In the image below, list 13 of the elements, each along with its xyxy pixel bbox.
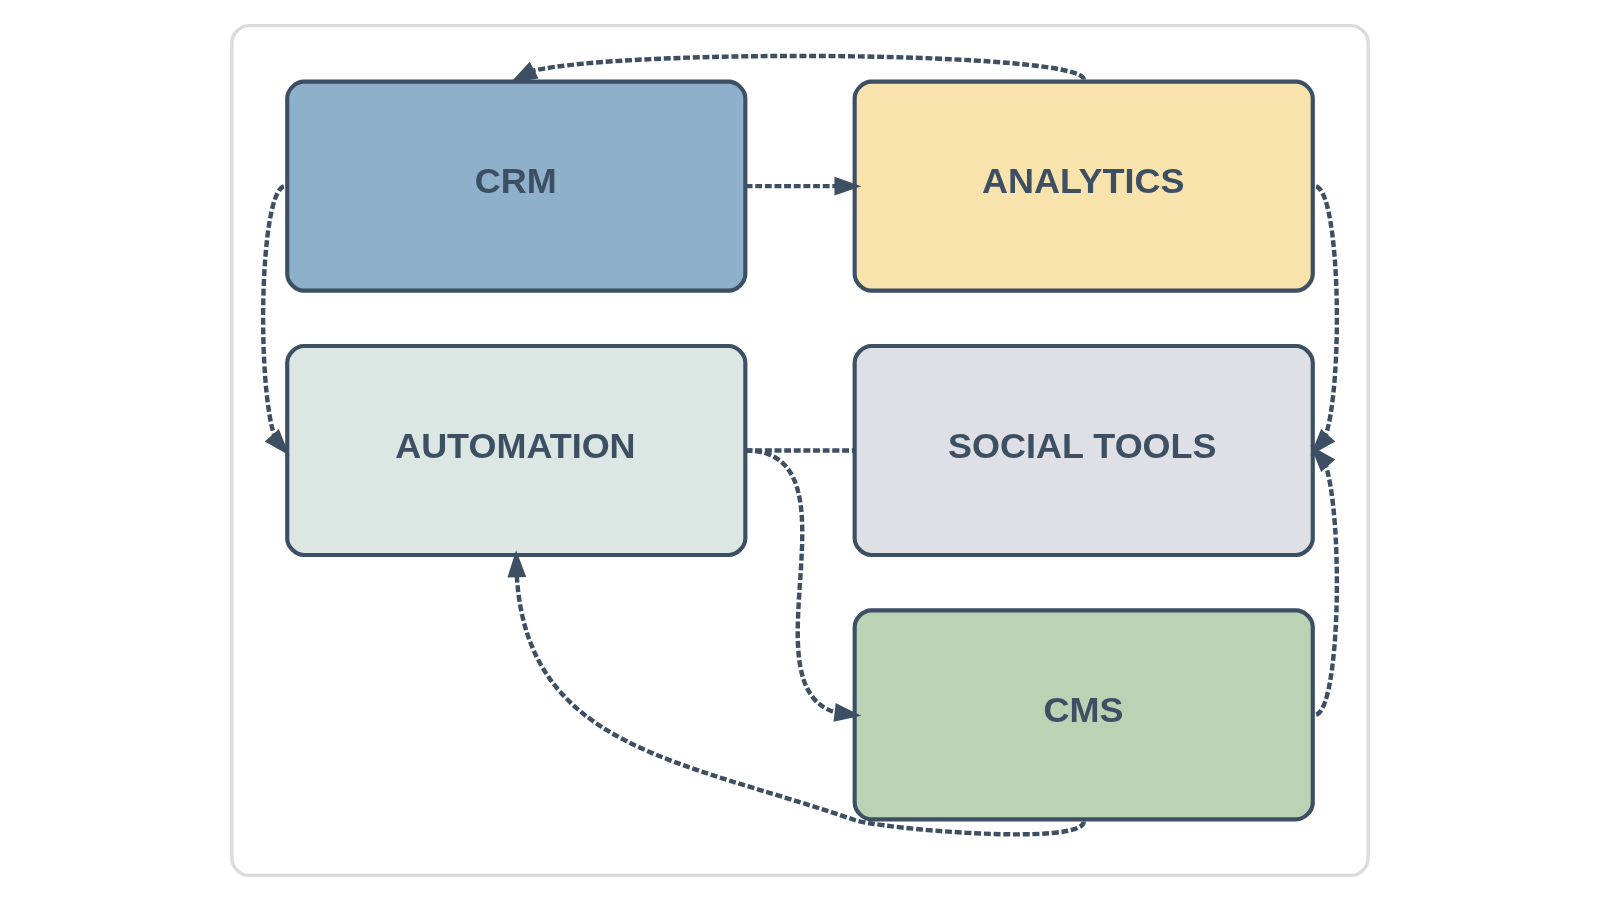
arrow <box>507 549 1086 836</box>
node-box: CRM <box>285 79 748 293</box>
node-box: AUTOMATION <box>285 343 748 557</box>
arrow <box>744 447 862 722</box>
node-box: SOCIAL TOOLS <box>852 343 1315 557</box>
cluster <box>230 23 1370 877</box>
arrow <box>510 53 1085 83</box>
arrow <box>1310 444 1340 717</box>
node-box: ANALYTICS <box>852 79 1315 293</box>
arrow <box>745 176 862 196</box>
arrow <box>260 183 290 456</box>
arrow <box>1310 183 1340 456</box>
node-box: CMS <box>852 607 1315 821</box>
